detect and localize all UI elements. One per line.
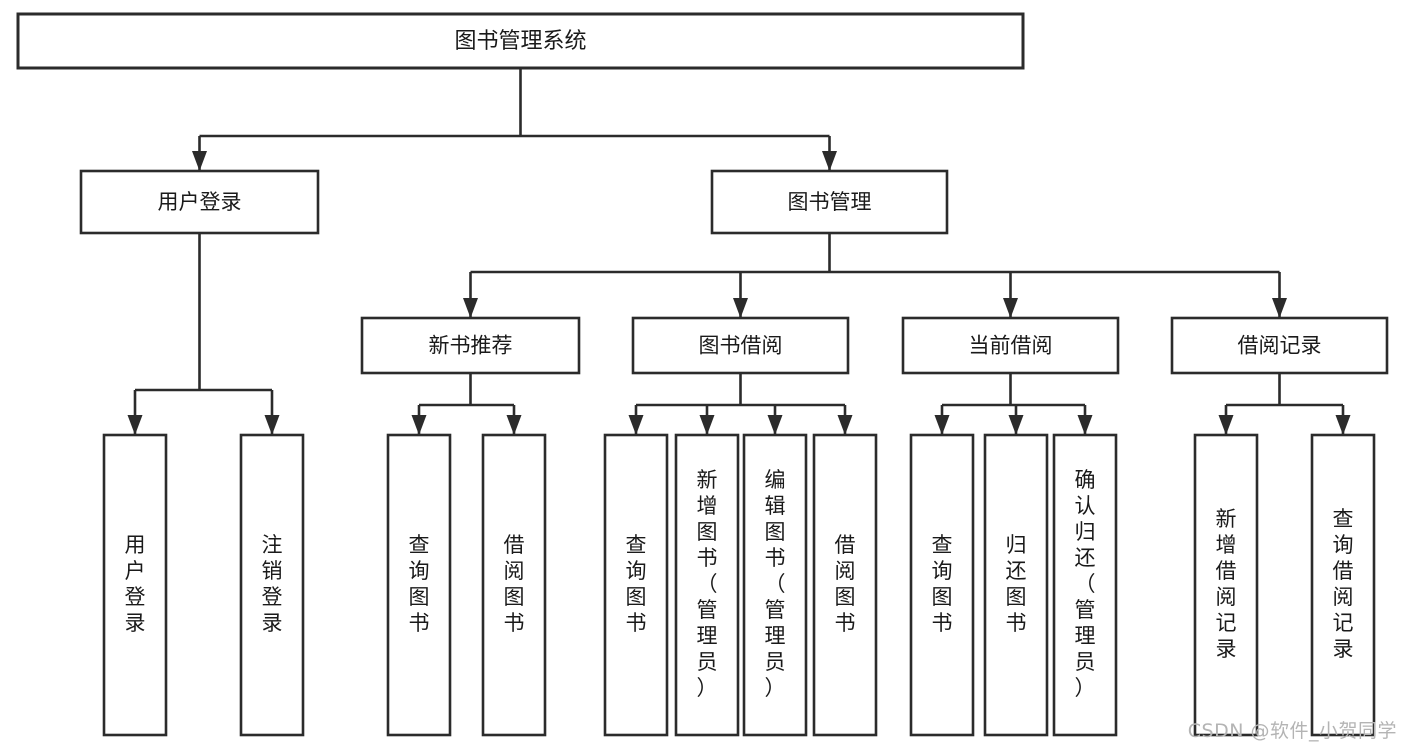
connector-edge-root-bus [192,68,837,171]
connector-edge-bookmanage-bus [463,233,1287,318]
node-leaf-current-confirm-return[interactable]: 确认归还（管理员） [1052,433,1118,737]
node-box-leaf-record-query[interactable] [1310,433,1376,737]
node-leaf-record-add[interactable]: 新增借阅记录 [1193,433,1259,737]
node-borrow-record[interactable]: 借阅记录 [1170,316,1389,375]
node-leaf-borrow-query-book[interactable]: 查询图书 [603,433,669,737]
node-box-user-login[interactable] [79,169,320,235]
connector-edge-bookborrow-bus [628,373,853,435]
node-leaf-borrow-add-book[interactable]: 新增图书（管理员） [674,433,740,737]
node-label-borrow-record: 借阅记录 [1238,334,1322,358]
node-leaf-user-logout[interactable]: 注销登录 [239,433,305,737]
node-box-root[interactable] [16,12,1025,70]
node-box-leaf-current-confirm-return[interactable] [1052,433,1118,737]
nodes-layer: 图书管理系统用户登录图书管理新书推荐图书借阅当前借阅借阅记录用户登录注销登录查询… [16,12,1389,737]
node-leaf-borrow-borrow-book[interactable]: 借阅图书 [812,433,878,737]
node-leaf-recommend-query-book[interactable]: 查询图书 [386,433,452,737]
node-box-leaf-borrow-borrow-book[interactable] [812,433,878,737]
edges-layer [127,68,1351,435]
node-new-book-recommend[interactable]: 新书推荐 [360,316,581,375]
node-label-book-manage: 图书管理 [788,190,872,214]
node-label-root: 图书管理系统 [454,29,586,54]
node-label-leaf-user-login: 用户登录 [125,533,146,635]
node-label-leaf-recommend-query-book: 查询图书 [409,533,430,635]
node-box-new-book-recommend[interactable] [360,316,581,375]
node-leaf-recommend-borrow-book[interactable]: 借阅图书 [481,433,547,737]
node-label-new-book-recommend: 新书推荐 [429,334,513,358]
node-book-manage[interactable]: 图书管理 [710,169,949,235]
node-box-leaf-user-logout[interactable] [239,433,305,737]
node-box-book-borrow[interactable] [631,316,850,375]
node-book-borrow[interactable]: 图书借阅 [631,316,850,375]
node-leaf-user-login[interactable]: 用户登录 [102,433,168,737]
node-box-leaf-recommend-borrow-book[interactable] [481,433,547,737]
node-current-borrow[interactable]: 当前借阅 [901,316,1120,375]
node-label-user-login: 用户登录 [158,190,242,214]
connector-edge-borrowrecord-bus [1218,373,1351,435]
node-root[interactable]: 图书管理系统 [16,12,1025,70]
node-leaf-current-return-book[interactable]: 归还图书 [983,433,1049,737]
node-user-login[interactable]: 用户登录 [79,169,320,235]
node-label-leaf-current-query-book: 查询图书 [932,533,953,635]
node-label-book-borrow: 图书借阅 [699,334,783,358]
node-leaf-current-query-book[interactable]: 查询图书 [909,433,975,737]
node-box-leaf-current-query-book[interactable] [909,433,975,737]
node-box-book-manage[interactable] [710,169,949,235]
node-label-leaf-current-confirm-return: 确认归还（管理员） [1075,468,1096,700]
connector-edge-currentborrow-bus [934,373,1093,435]
node-label-current-borrow: 当前借阅 [969,334,1053,358]
connector-edge-userlogin-bus [127,233,280,435]
node-leaf-record-query[interactable]: 查询借阅记录 [1310,433,1376,737]
node-label-leaf-borrow-borrow-book: 借阅图书 [835,533,856,635]
node-label-leaf-recommend-borrow-book: 借阅图书 [504,533,525,635]
node-label-leaf-user-logout: 注销登录 [262,533,283,635]
node-box-leaf-user-login[interactable] [102,433,168,737]
node-label-leaf-borrow-add-book: 新增图书（管理员） [697,468,718,700]
node-label-leaf-borrow-query-book: 查询图书 [626,533,647,635]
node-box-current-borrow[interactable] [901,316,1120,375]
node-box-borrow-record[interactable] [1170,316,1389,375]
node-box-leaf-borrow-edit-book[interactable] [742,433,808,737]
node-label-leaf-record-add: 新增借阅记录 [1216,507,1237,661]
connector-edge-recommend-bus [411,373,522,435]
node-label-leaf-current-return-book: 归还图书 [1006,533,1027,635]
node-box-leaf-borrow-query-book[interactable] [603,433,669,737]
node-label-leaf-record-query: 查询借阅记录 [1333,507,1354,661]
node-box-leaf-recommend-query-book[interactable] [386,433,452,737]
node-label-leaf-borrow-edit-book: 编辑图书（管理员） [765,468,786,700]
node-box-leaf-current-return-book[interactable] [983,433,1049,737]
node-box-leaf-borrow-add-book[interactable] [674,433,740,737]
node-leaf-borrow-edit-book[interactable]: 编辑图书（管理员） [742,433,808,737]
node-box-leaf-record-add[interactable] [1193,433,1259,737]
